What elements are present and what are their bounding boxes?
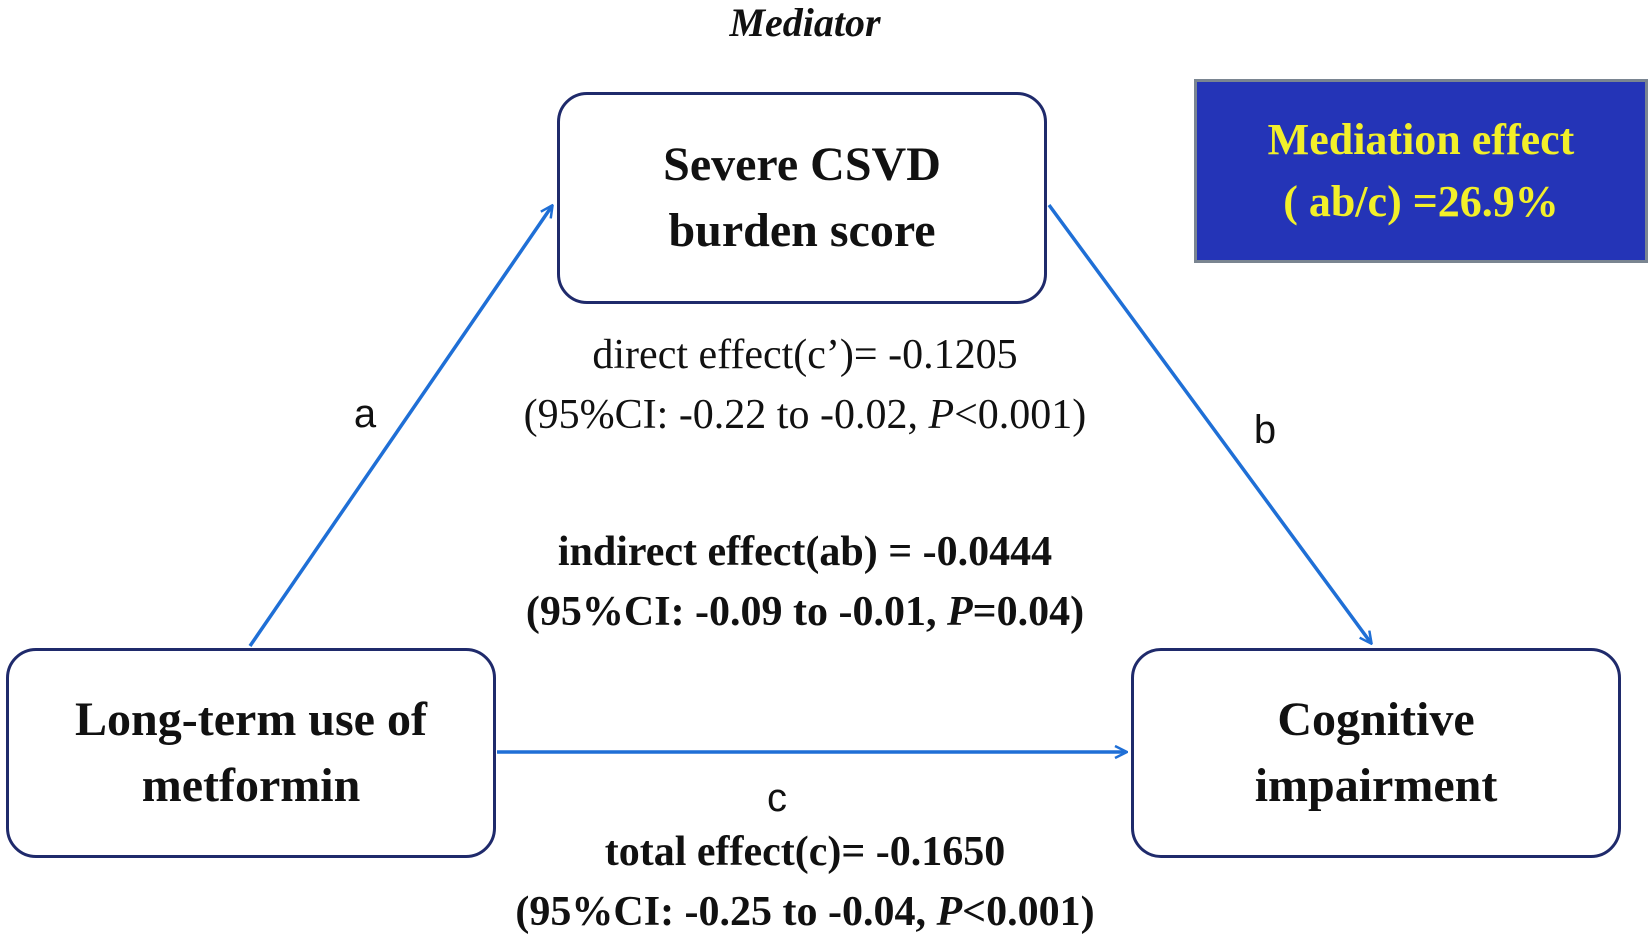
indirect-effect-label: indirect effect(ab) = -0.0444 (95%CI: -0… bbox=[420, 522, 1190, 642]
node-outcome-line1: Cognitive bbox=[1277, 693, 1475, 746]
node-exposure-line1: Long-term use of bbox=[75, 693, 427, 746]
direct-effect-label: direct effect(c’)= -0.1205 (95%CI: -0.22… bbox=[420, 325, 1190, 445]
direct-effect-ci-range: (95%CI: -0.22 to -0.02, bbox=[523, 392, 929, 438]
node-mediator-line2: burden score bbox=[668, 204, 936, 257]
node-mediator: Severe CSVD burden score bbox=[557, 92, 1047, 304]
node-exposure: Long-term use of metformin bbox=[6, 648, 496, 858]
node-exposure-line2: metformin bbox=[141, 759, 361, 812]
arrow-a bbox=[248, 206, 552, 647]
path-label-a: a bbox=[353, 392, 377, 436]
mediator-caption: Mediator bbox=[729, 0, 881, 45]
total-effect-p-value: <0.001) bbox=[962, 889, 1095, 935]
indirect-effect-ci: (95%CI: -0.09 to -0.01, P=0.04) bbox=[420, 582, 1190, 642]
mediation-effect-title: Mediation effect bbox=[1267, 115, 1575, 164]
total-effect-label: total effect(c)= -0.1650 (95%CI: -0.25 t… bbox=[420, 822, 1190, 942]
total-effect-ci: (95%CI: -0.25 to -0.04, P<0.001) bbox=[420, 882, 1190, 942]
path-label-c: c bbox=[767, 776, 787, 820]
total-effect-p-symbol: P bbox=[936, 889, 963, 935]
indirect-effect-value: indirect effect(ab) = -0.0444 bbox=[557, 529, 1053, 575]
indirect-effect-ci-range: (95%CI: -0.09 to -0.01, bbox=[525, 589, 948, 635]
direct-effect-value: direct effect(c’)= -0.1205 bbox=[592, 332, 1018, 378]
node-outcome: Cognitive impairment bbox=[1131, 648, 1621, 858]
node-outcome-line2: impairment bbox=[1254, 759, 1498, 812]
total-effect-ci-range: (95%CI: -0.25 to -0.04, bbox=[515, 889, 937, 935]
node-mediator-line1: Severe CSVD bbox=[663, 138, 941, 191]
mediation-effect-value: ( ab/c) =26.9% bbox=[1283, 177, 1559, 226]
direct-effect-p-symbol: P bbox=[928, 392, 955, 438]
total-effect-value: total effect(c)= -0.1650 bbox=[604, 829, 1006, 875]
path-label-b: b bbox=[1253, 408, 1277, 452]
indirect-effect-p-value: =0.04) bbox=[972, 589, 1085, 635]
direct-effect-ci: (95%CI: -0.22 to -0.02, P<0.001) bbox=[420, 385, 1190, 445]
indirect-effect-p-symbol: P bbox=[947, 589, 973, 635]
arrow-b bbox=[1047, 203, 1371, 643]
direct-effect-p-value: <0.001) bbox=[954, 392, 1087, 438]
mediation-effect-box: Mediation effect ( ab/c) =26.9% bbox=[1194, 79, 1648, 263]
